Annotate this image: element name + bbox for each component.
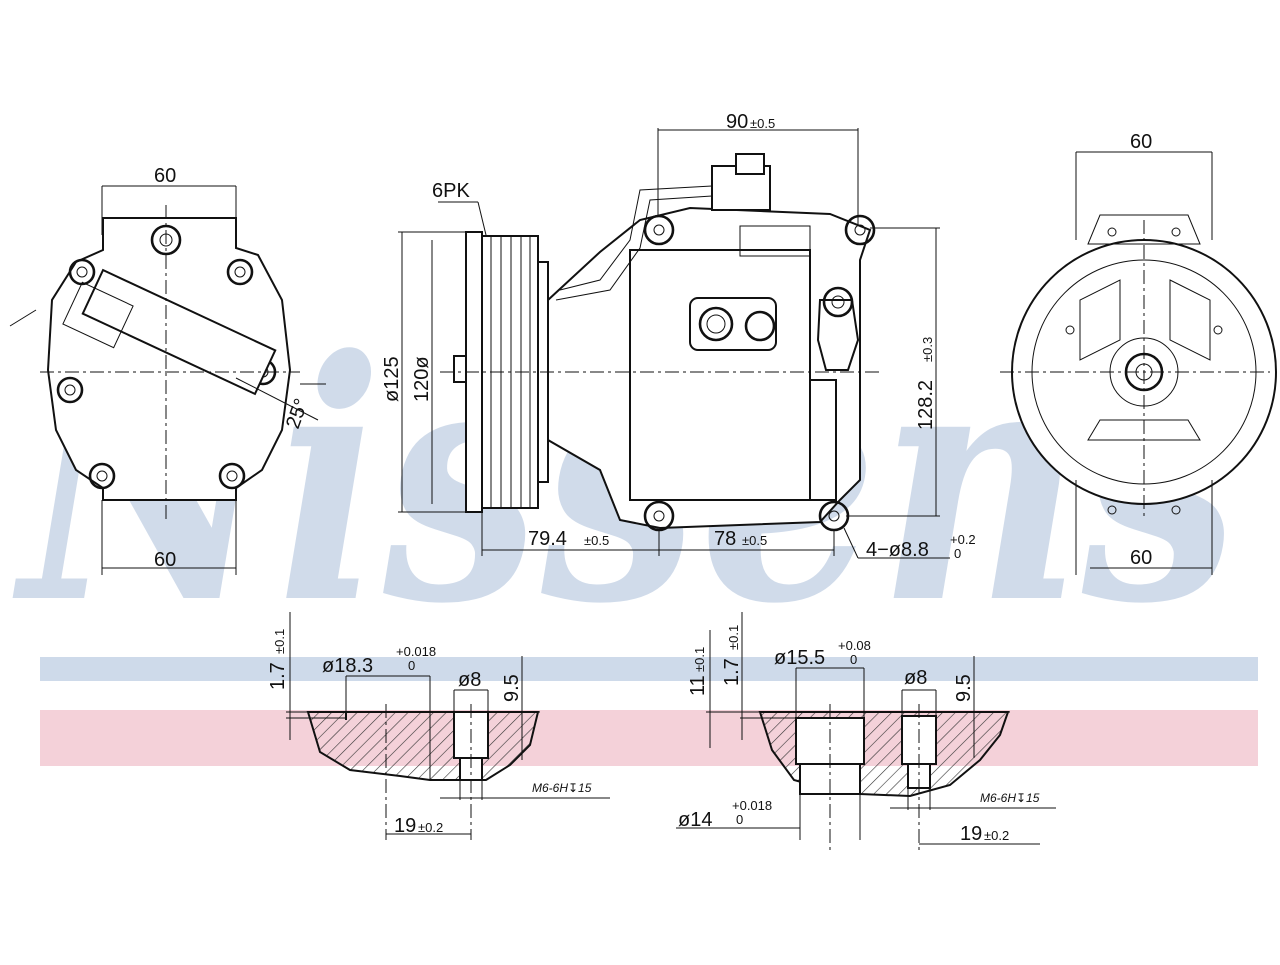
port-right-height-inner-tol: ±0.1 [726,625,741,650]
port-right-thread: M6-6H↧15 [980,791,1040,805]
mount-span-value: 78 [714,528,736,550]
port-right-bore-lower-tol-upper: +0.018 [732,798,772,813]
pitch-dia: 120ø [411,356,433,402]
port-right-bore-lower-value: ø14 [678,809,712,831]
port-left-bore-tol-upper: +0.018 [396,644,436,659]
port-left-thread: M6-6H↧15 [532,781,592,795]
mount-span-tol: ±0.5 [742,533,767,548]
port-left-hole: ø8 [458,669,481,691]
port-left-depth: 9.5 [501,674,523,702]
left-bottom-width: 60 [154,549,176,571]
height-value: 128.2 [915,380,937,430]
left-top-width: 60 [154,165,176,187]
right-top-width: 60 [1130,131,1152,153]
side-view: 90 ±0.5 6PK [381,111,976,561]
holes-tol-lower: 0 [954,546,961,561]
holes-value: 4−ø8.8 [866,539,929,561]
top-span-tol: ±0.5 [750,116,775,131]
port-right-height-outer-value: 11 [687,675,709,696]
pink-band [40,710,1258,766]
port-left-height-value: 1.7 [267,662,289,690]
port-left-bore-value: ø18.3 [322,655,373,677]
belt-label: 6PK [432,180,470,202]
right-bottom-width: 60 [1130,547,1152,569]
port-right-spacing-tol: ±0.2 [984,828,1009,843]
blue-band [40,657,1258,681]
port-right-bore-tol-lower: 0 [850,652,857,667]
port-left-height-tol: ±0.1 [272,629,287,654]
port-right-height-inner-value: 1.7 [721,658,743,686]
port-right-bore-lower-tol-lower: 0 [736,812,743,827]
left-end-view: 60 25° 60 [9,165,326,575]
port-left-spacing-tol: ±0.2 [418,820,443,835]
port-right-spacing-value: 19 [960,823,982,845]
pulley-offset-tol: ±0.5 [584,533,609,548]
port-right-height-outer-tol: ±0.1 [692,647,707,672]
port-right-bore-value: ø15.5 [774,647,825,669]
port-left-bore-tol-lower: 0 [408,658,415,673]
port-right-hole: ø8 [904,667,927,689]
height-tol: ±0.3 [920,337,935,362]
outer-dia: ø125 [381,356,403,402]
top-span-value: 90 [726,111,748,133]
port-detail-left: 1.7 ±0.1 ø18.3 +0.018 0 ø8 9.5 M6-6H↧15 … [267,612,610,840]
right-end-view: 60 60 [1000,131,1277,575]
port-right-depth: 9.5 [953,674,975,702]
port-left-spacing-value: 19 [394,815,416,837]
holes-tol-upper: +0.2 [950,532,976,547]
pulley-offset-value: 79.4 [528,528,567,550]
port-right-bore-tol-upper: +0.08 [838,638,871,653]
port-detail-right: 11 ±0.1 1.7 ±0.1 ø15.5 +0.08 0 ø8 9.5 ø1… [676,612,1056,850]
